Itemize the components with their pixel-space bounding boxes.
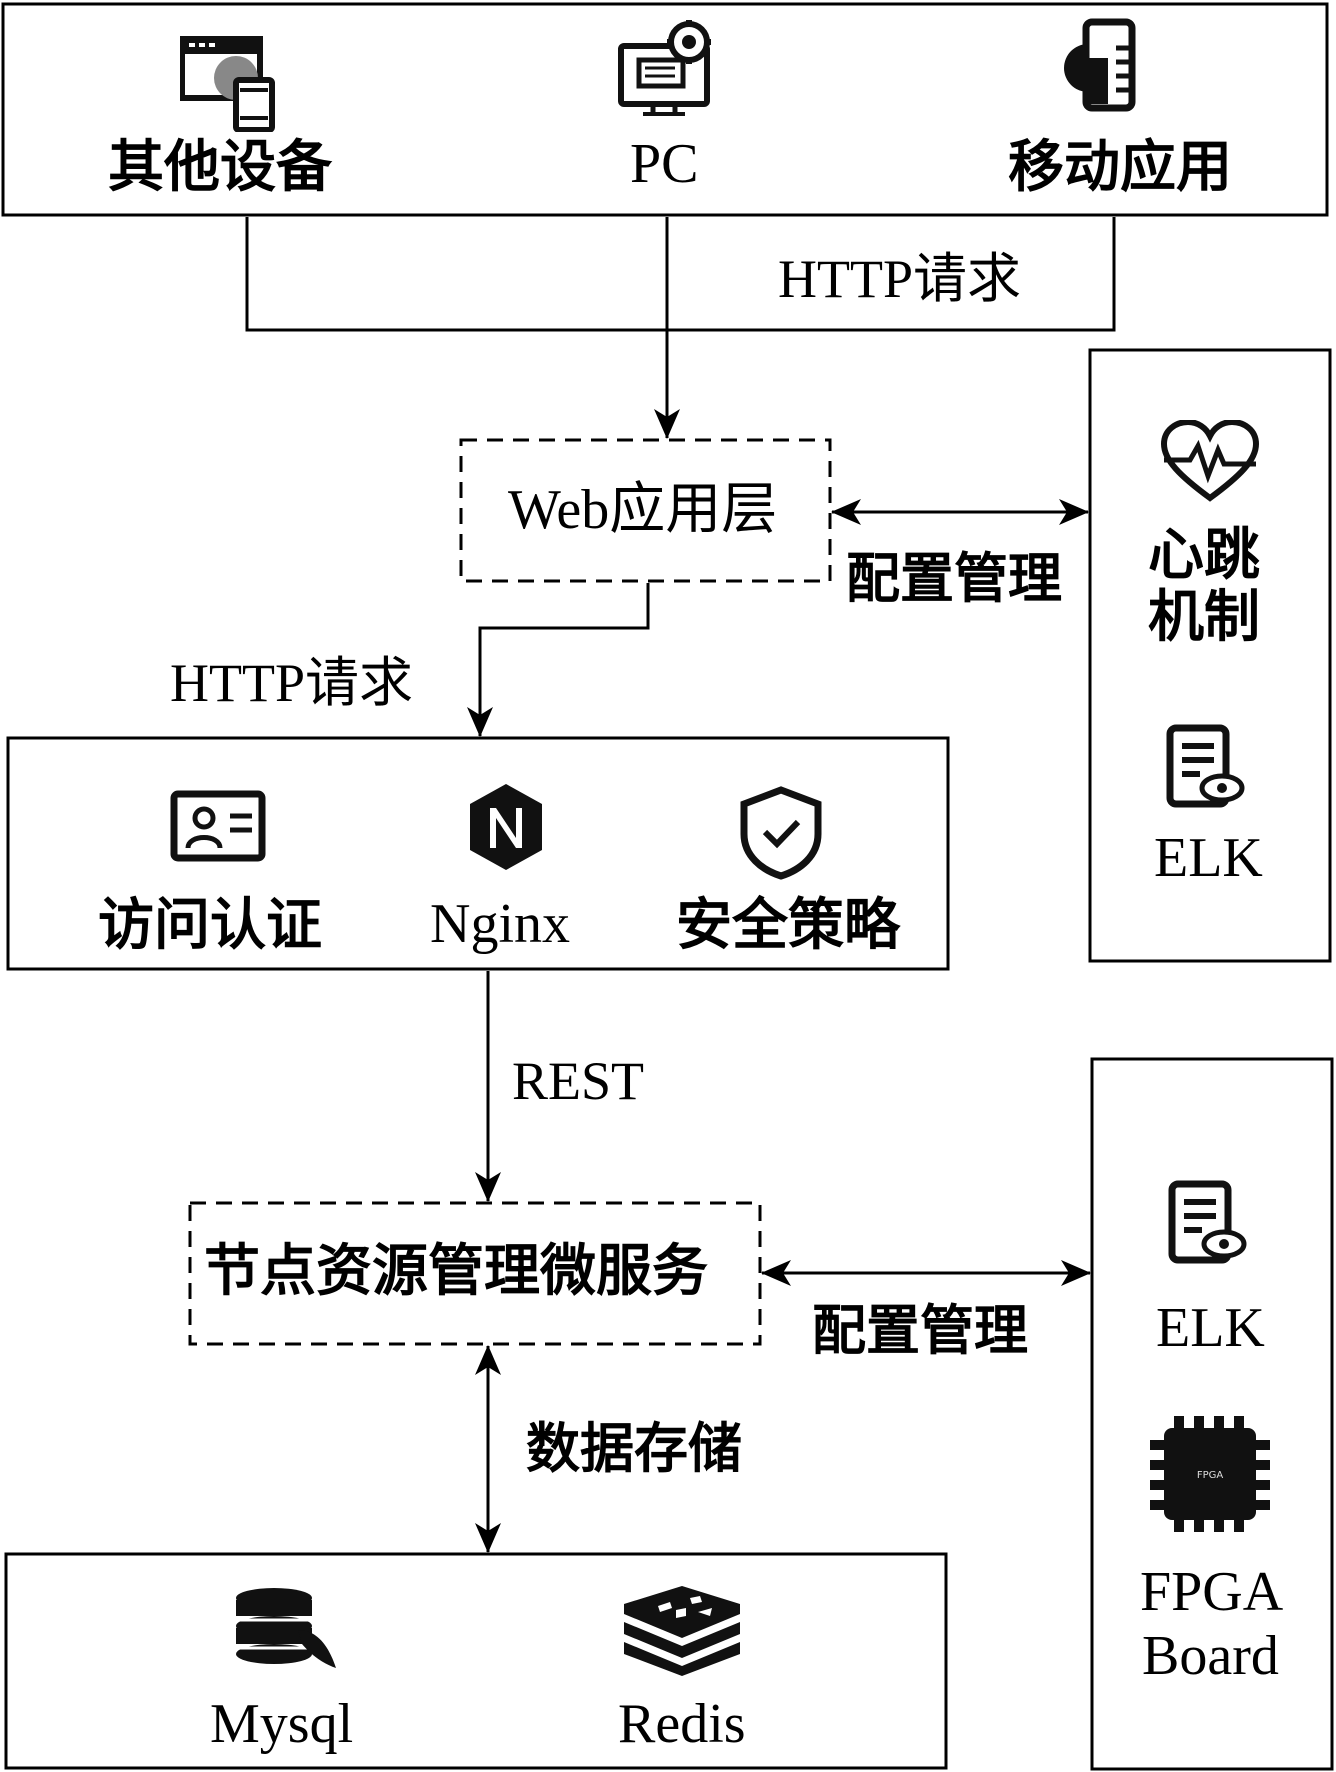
edge-data-storage: 数据存储 (526, 1417, 742, 1480)
edge-http-request-top: HTTP请求 (778, 249, 1021, 309)
chip-icon: FPGA (1150, 1416, 1270, 1532)
chip-fpga-text: FPGA (1197, 1470, 1224, 1481)
nginx-label: Nginx (430, 893, 570, 955)
redis-stack-icon (620, 1584, 744, 1676)
nginx-hexagon-icon (466, 782, 546, 872)
heart-pulse-icon (1160, 420, 1260, 504)
access-auth-label: 访问认证 (98, 893, 322, 958)
id-card-icon (170, 790, 266, 862)
edge-rest: REST (512, 1051, 645, 1111)
client-mobile-app-label: 移动应用 (1008, 135, 1232, 200)
redis-label: Redis (618, 1693, 746, 1755)
edge-config-mgmt-node: 配置管理 (812, 1299, 1028, 1362)
document-eye-icon (1166, 724, 1246, 808)
fpga-label-line2: Board (1142, 1625, 1279, 1687)
monitor-panel (1088, 348, 1332, 963)
client-box (1, 2, 1329, 217)
client-other-devices-label: 其他设备 (108, 135, 332, 200)
web-layer-box (459, 438, 832, 583)
shield-check-icon (738, 786, 824, 880)
node-service-label: 节点资源管理微服务 (204, 1239, 708, 1304)
storage-box (4, 1552, 948, 1770)
client-pc-label: PC (630, 133, 699, 195)
fpga-label-line1: FPGA (1140, 1561, 1284, 1623)
security-policy-label: 安全策略 (676, 893, 900, 958)
mysql-label: Mysql (210, 1693, 354, 1755)
heartbeat-label-line2: 机制 (1148, 585, 1260, 650)
mobile-phone-icon (1054, 18, 1154, 114)
document-eye-icon (1168, 1180, 1248, 1264)
device-panel (1090, 1057, 1334, 1771)
edge-http-request-mid: HTTP请求 (170, 653, 413, 713)
device-elk-label: ELK (1156, 1297, 1265, 1359)
browser-and-phone-icon (180, 36, 280, 132)
edge-config-mgmt-web: 配置管理 (846, 547, 1062, 610)
web-layer-label: Web应用层 (508, 479, 778, 541)
monitor-gear-icon (617, 20, 717, 116)
heartbeat-label-line1: 心跳 (1148, 523, 1260, 588)
monitor-elk-label: ELK (1154, 827, 1263, 889)
node-service-box (188, 1201, 762, 1346)
database-icon (232, 1586, 342, 1672)
http-bus-line (245, 217, 1116, 332)
gateway-box (6, 736, 950, 971)
web-to-gateway-arrow (467, 583, 650, 737)
